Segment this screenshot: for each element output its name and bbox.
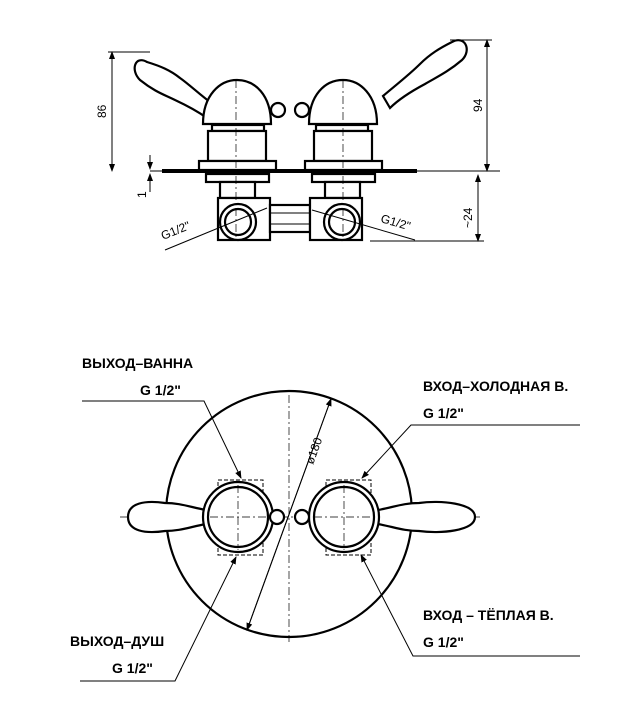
left-valve-side <box>133 59 287 242</box>
svg-text:ВХОД – ТЁПЛАЯ В.: ВХОД – ТЁПЛАЯ В. <box>423 607 554 623</box>
front-view: ø180 ВЫХОД–ВАННА G 1/2" <box>70 355 580 682</box>
dim-diameter: ø180 <box>303 435 326 466</box>
label-bath-outlet: ВЫХОД–ВАННА G 1/2" <box>82 355 193 398</box>
label-shower-outlet: ВЫХОД–ДУШ G 1/2" <box>70 633 164 676</box>
svg-text:ВЫХОД–ВАННА: ВЫХОД–ВАННА <box>82 355 193 371</box>
side-view: 86 94 1 ~24 G1/2" G1/2" <box>95 39 500 251</box>
dim-94: 94 <box>471 98 485 112</box>
left-valve-front <box>126 479 286 556</box>
thread-left: G1/2" <box>159 218 192 242</box>
right-valve-front <box>293 479 477 556</box>
right-valve-side <box>293 39 468 242</box>
label-cold-inlet: ВХОД–ХОЛОДНАЯ В. G 1/2" <box>423 378 568 421</box>
dim-1: 1 <box>135 191 149 198</box>
label-warm-inlet: ВХОД – ТЁПЛАЯ В. G 1/2" <box>423 607 554 650</box>
svg-text:G 1/2": G 1/2" <box>140 382 181 398</box>
svg-text:G 1/2": G 1/2" <box>112 660 153 676</box>
svg-text:G 1/2": G 1/2" <box>423 405 464 421</box>
svg-text:G 1/2": G 1/2" <box>423 634 464 650</box>
svg-text:ВЫХОД–ДУШ: ВЫХОД–ДУШ <box>70 633 164 649</box>
svg-text:ВХОД–ХОЛОДНАЯ В.: ВХОД–ХОЛОДНАЯ В. <box>423 378 568 394</box>
dim-86: 86 <box>95 104 109 118</box>
bridge-pipe <box>268 203 312 234</box>
thread-right: G1/2" <box>379 211 412 233</box>
dim-24: ~24 <box>461 207 475 228</box>
